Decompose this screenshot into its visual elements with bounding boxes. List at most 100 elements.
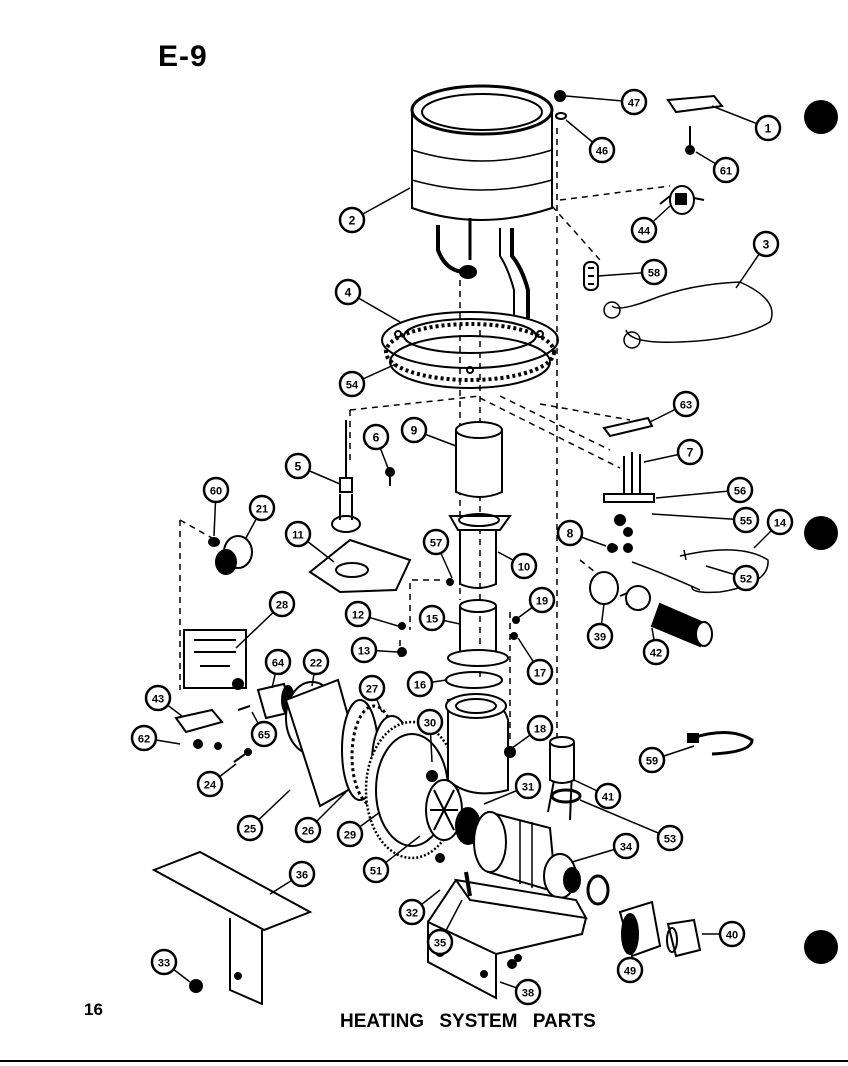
callout-36: 36 [288,860,316,888]
callout-label-31: 31 [522,782,534,794]
callout-label-18: 18 [534,724,546,736]
callout-29: 29 [336,820,364,848]
callout-bubble-14 [766,508,794,536]
callout-label-36: 36 [296,870,308,882]
callout-bubble-19 [528,586,556,614]
callout-bubble-43 [144,684,172,712]
callout-bubble-54 [338,370,366,398]
leader-line-55 [651,513,747,521]
callout-label-19: 19 [536,596,548,608]
callout-bubble-5 [284,452,312,480]
callout-53: 53 [656,824,684,852]
callout-35: 35 [426,928,454,956]
callout-label-11: 11 [292,530,304,542]
callout-bubble-15 [418,604,446,632]
callout-bubble-42 [642,638,670,666]
callout-65: 65 [250,720,278,748]
callout-label-25: 25 [244,824,256,836]
callout-label-26: 26 [302,826,314,838]
callout-label-39: 39 [594,632,606,644]
callout-bubble-31 [514,772,542,800]
callout-bubble-65 [250,720,278,748]
callout-label-58: 58 [648,268,660,280]
sensor-wire [631,549,769,594]
callout-label-52: 52 [740,574,752,586]
callout-26: 26 [294,816,322,844]
callout-label-63: 63 [680,400,692,412]
callout-17: 17 [526,658,554,686]
callout-31: 31 [514,772,542,800]
callout-label-46: 46 [596,146,608,158]
callout-bubble-55 [732,506,760,534]
callout-bubble-57 [422,528,450,556]
callout-bubble-3 [752,230,780,258]
callout-58: 58 [640,258,668,286]
callout-label-34: 34 [620,842,633,854]
callout-label-44: 44 [638,226,651,238]
callout-9: 9 [400,416,428,444]
callout-bubble-47 [620,88,648,116]
callout-8: 8 [556,519,584,547]
callout-label-27: 27 [366,684,378,696]
callout-label-10: 10 [518,562,530,574]
callout-bubble-35 [426,928,454,956]
callout-bubble-29 [336,820,364,848]
callout-28: 28 [268,590,296,618]
callout-56: 56 [726,476,754,504]
pipe-fittings [618,900,702,958]
callout-bubble-58 [640,258,668,286]
callout-43: 43 [144,684,172,712]
callout-bubble-1 [754,114,782,142]
wire-harness [603,281,773,349]
callout-33: 33 [150,948,178,976]
callout-label-59: 59 [646,756,658,768]
nut-53 [550,788,582,804]
callout-label-56: 56 [734,486,746,498]
callout-7: 7 [676,438,704,466]
inline-fuse [583,261,599,291]
leader-line-56 [655,489,741,499]
callout-bubble-32 [398,898,426,926]
callout-1: 1 [754,114,782,142]
callout-19: 19 [528,586,556,614]
callout-27: 27 [358,674,386,702]
callout-bubble-41 [594,782,622,810]
callout-55: 55 [732,506,760,534]
callout-46: 46 [588,136,616,164]
callout-bubble-13 [350,636,378,664]
callout-label-14: 14 [774,518,787,530]
callout-label-21: 21 [256,504,268,516]
callout-bubble-36 [288,860,316,888]
blower-elbow [445,693,509,795]
callout-label-64: 64 [272,658,285,670]
page-edge-line [0,1060,848,1062]
sleeve-41 [549,736,575,784]
callout-bubble-2 [338,206,366,234]
callout-bubble-24 [196,770,224,798]
callout-47: 47 [620,88,648,116]
callout-label-49: 49 [624,966,636,978]
callout-label-5: 5 [295,460,302,474]
callout-bubble-62 [130,724,158,752]
callout-label-51: 51 [370,866,382,878]
callout-18: 18 [526,714,554,742]
callout-57: 57 [422,528,450,556]
callout-41: 41 [594,782,622,810]
callout-bubble-9 [400,416,428,444]
callout-bubble-38 [514,978,542,1006]
callout-label-2: 2 [349,214,356,228]
callout-40: 40 [718,920,746,948]
callout-bubble-40 [718,920,746,948]
callout-bubble-51 [362,856,390,884]
callout-bubble-25 [236,814,264,842]
gas-valve [183,629,247,690]
callout-34: 34 [612,832,640,860]
callout-bubble-22 [302,648,330,676]
page-code: E-9 [158,40,208,73]
callout-44: 44 [630,216,658,244]
callout-label-24: 24 [204,780,217,792]
callout-label-7: 7 [687,446,694,460]
callout-bubble-61 [712,156,740,184]
